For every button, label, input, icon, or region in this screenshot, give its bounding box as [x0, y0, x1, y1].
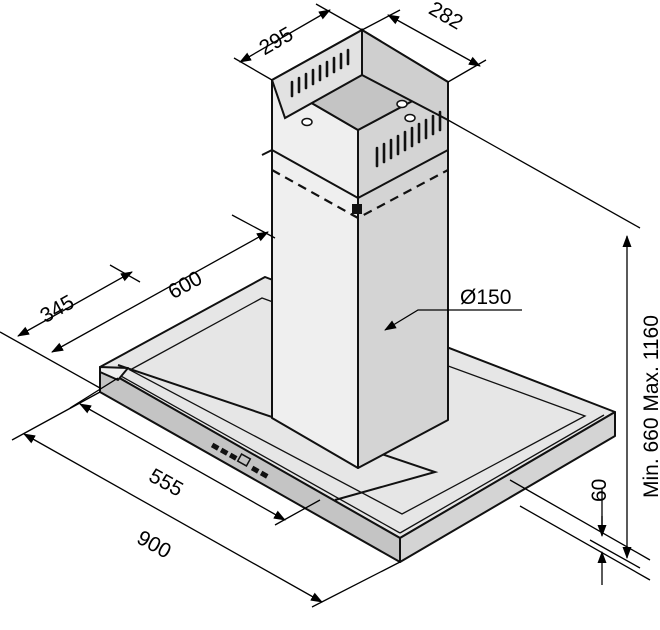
label-height-range: Min. 660 Max. 1160: [640, 315, 660, 498]
screw-hole: [396, 99, 408, 109]
chimney-outer-section-top: [271, 149, 449, 200]
chimney: [261, 28, 449, 469]
dim-height-range: [447, 119, 641, 569]
chimney-edge: [261, 149, 273, 156]
vent-slots-left: [290, 48, 350, 98]
label-canopy-depth: 600: [164, 267, 206, 304]
panel-extension-line: [117, 364, 439, 501]
canopy-side-face: [399, 411, 616, 563]
chimney-left-face: [271, 79, 359, 469]
label-chimney-depth: 295: [255, 23, 297, 60]
screw-hole: [301, 117, 313, 127]
label-duct-diameter: Ø150: [460, 286, 511, 309]
dim-chimney-offset: [0, 264, 141, 389]
dim-canopy-height: [509, 479, 651, 585]
label-panel-width: 555: [145, 464, 187, 501]
dim-duct-diameter: [384, 309, 522, 331]
dim-total-width: [11, 391, 401, 608]
chimney-joint-marker: [352, 204, 362, 214]
label-canopy-height: 60: [588, 479, 611, 502]
label-total-width: 900: [133, 526, 175, 563]
canopy-bevel-line: [399, 414, 605, 534]
dim-chimney-depth: [233, 3, 363, 81]
screw-hole: [404, 113, 416, 123]
vent-slots-right: [375, 110, 442, 168]
chimney-right-face: [357, 81, 449, 469]
label-chimney-width: 282: [425, 0, 467, 35]
dim-chimney-width: [361, 9, 487, 83]
canopy-corner-fold: [99, 366, 129, 381]
